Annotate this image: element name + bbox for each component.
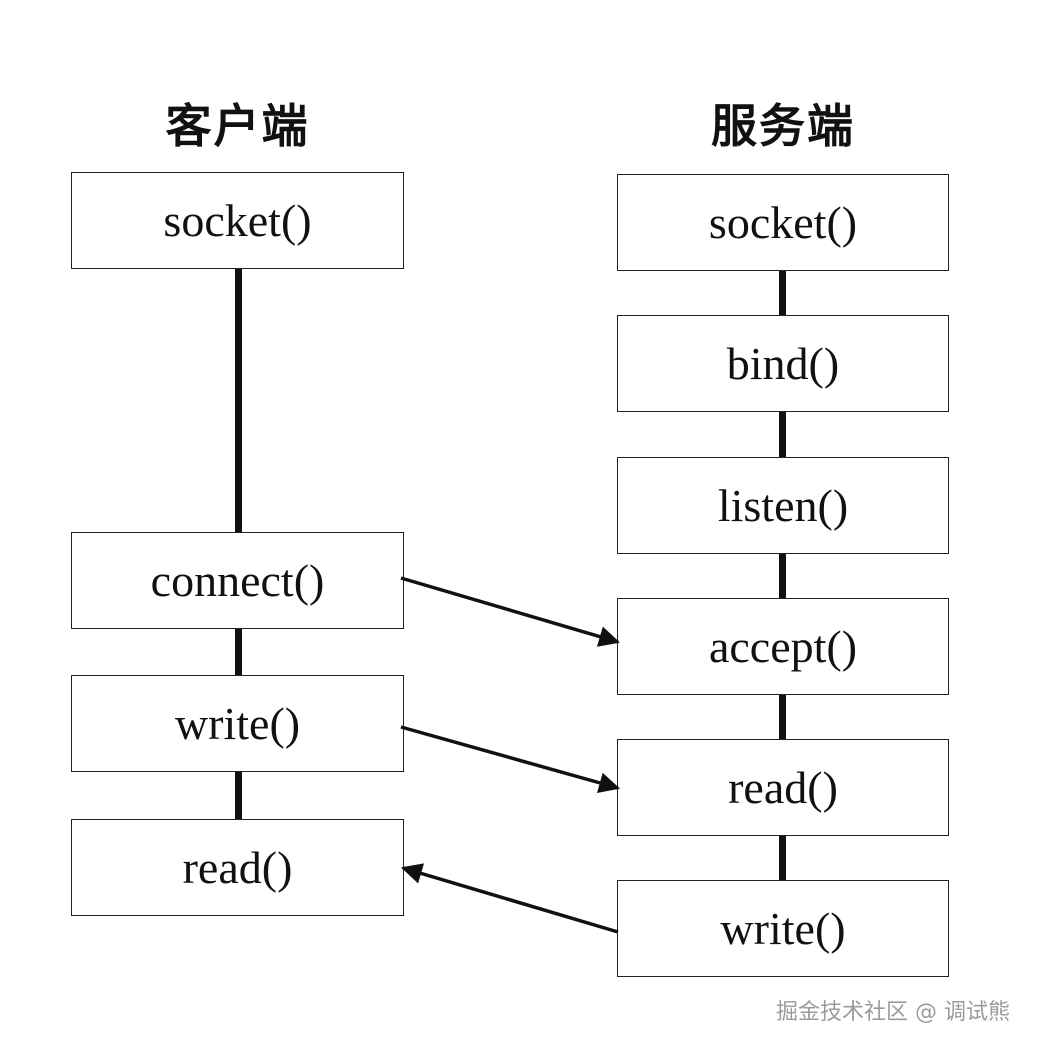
arrow-write-to-read	[400, 725, 621, 793]
server-connector-bind-listen	[779, 411, 786, 457]
server-write-box: write()	[617, 880, 949, 977]
server-bind-box: bind()	[617, 315, 949, 412]
client-read-box: read()	[71, 819, 404, 916]
client-write-box: write()	[71, 675, 404, 772]
arrow-connect-to-accept	[400, 576, 621, 647]
server-accept-box: accept()	[617, 598, 949, 695]
arrow-write-to-client-read	[400, 863, 619, 934]
client-connect-box: connect()	[71, 532, 404, 629]
server-connector-accept-read	[779, 694, 786, 740]
server-connector-read-write	[779, 835, 786, 881]
server-listen-box: listen()	[617, 457, 949, 554]
server-read-box: read()	[617, 739, 949, 836]
client-connector-connect-write	[235, 628, 242, 675]
server-connector-socket-bind	[779, 270, 786, 316]
client-socket-box: socket()	[71, 172, 404, 269]
server-socket-box: socket()	[617, 174, 949, 271]
server-connector-listen-accept	[779, 553, 786, 598]
watermark: 掘金技术社区 @ 调试熊	[776, 1000, 1010, 1025]
client-connector-socket-connect	[235, 268, 242, 532]
client-connector-write-read	[235, 771, 242, 819]
client-column-title: 客户端	[165, 99, 310, 153]
server-column-title: 服务端	[711, 99, 855, 153]
